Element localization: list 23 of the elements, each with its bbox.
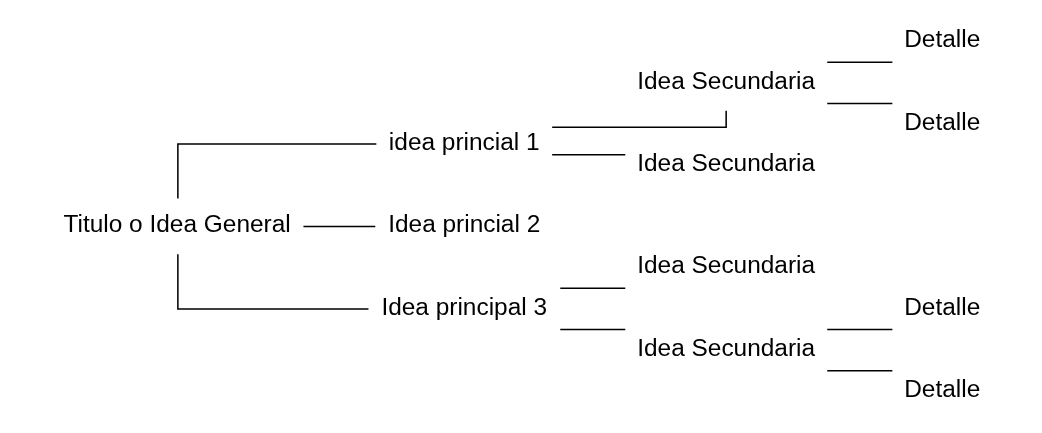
node-text: Idea Secundaria [636, 251, 815, 279]
connector [559, 287, 626, 290]
connector [825, 102, 893, 105]
connector [302, 225, 376, 228]
connector [825, 328, 893, 331]
connector [825, 61, 893, 63]
node-text: idea princial 1 [388, 127, 540, 155]
node-text: Detalle [903, 375, 980, 403]
connector [559, 328, 626, 331]
node-text: Detalle [903, 25, 980, 53]
node-text: Titulo o Idea General [63, 210, 291, 238]
connector [550, 109, 727, 128]
connector [825, 370, 893, 372]
connector [176, 143, 377, 200]
node-text: Idea Secundaria [636, 333, 815, 361]
node-text: Idea Secundaria [636, 149, 815, 177]
node-text: Idea princial 2 [387, 210, 540, 238]
node-text: Detalle [903, 107, 980, 135]
node-text: Idea Secundaria [636, 66, 815, 94]
connector [550, 153, 626, 156]
node-text: Detalle [903, 292, 980, 320]
connector [176, 253, 369, 310]
node-text: Idea principal 3 [380, 292, 547, 320]
